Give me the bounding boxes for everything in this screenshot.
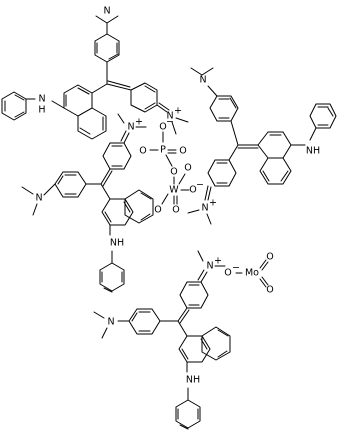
amine-nitrogen: N xyxy=(35,193,42,204)
oxo-oxygen: O xyxy=(266,285,273,296)
oxo-oxygen: O xyxy=(154,205,161,216)
oxide-anion: O xyxy=(189,185,196,196)
aniline-nh: NH xyxy=(306,146,320,157)
aniline-nh: NH xyxy=(110,238,124,249)
oxo-oxygen: O xyxy=(172,205,179,216)
bridging-oxygen: O xyxy=(139,146,146,157)
oxo-oxygen: O xyxy=(266,252,273,263)
bridging-oxygen: O xyxy=(170,167,177,178)
iminium-nitrogen: N xyxy=(127,122,134,133)
phosphotungstate-anion: O − P O O O W O − O O O xyxy=(139,117,204,216)
oxo-oxygen: O xyxy=(179,146,186,157)
molybdenum-atom: Mo xyxy=(245,268,259,279)
oxide-anion: O xyxy=(224,268,231,279)
dye-cation-1: N N + N H xyxy=(1,6,189,140)
aniline-nh: NH xyxy=(186,375,200,386)
oxide-anion: O xyxy=(159,122,166,133)
dye-cation-4: N + N NH xyxy=(93,250,231,430)
amine-nitrogen: N xyxy=(103,6,110,17)
molybdate-anion: O − Mo O O xyxy=(224,252,273,296)
aniline-h: H xyxy=(38,105,45,116)
phosphorus-atom: P xyxy=(160,145,166,156)
iminium-nitrogen: N xyxy=(206,261,213,272)
amine-nitrogen: N xyxy=(107,317,114,328)
negative-charge: − xyxy=(196,180,204,191)
positive-charge: + xyxy=(209,198,217,209)
aniline-nh: N xyxy=(38,94,45,105)
dye-cation-2: N NH N + xyxy=(187,67,337,225)
positive-charge: + xyxy=(174,106,182,117)
oxo-oxygen: O xyxy=(184,163,191,174)
positive-charge: + xyxy=(214,256,222,267)
negative-charge: − xyxy=(232,263,240,274)
tungsten-atom: W xyxy=(169,185,179,196)
dye-cation-3: N + N NH xyxy=(21,113,154,293)
positive-charge: + xyxy=(135,117,143,128)
iminium-nitrogen: N xyxy=(166,111,173,122)
iminium-nitrogen: N xyxy=(201,203,208,214)
amine-nitrogen: N xyxy=(199,75,206,86)
negative-charge: − xyxy=(166,117,174,128)
